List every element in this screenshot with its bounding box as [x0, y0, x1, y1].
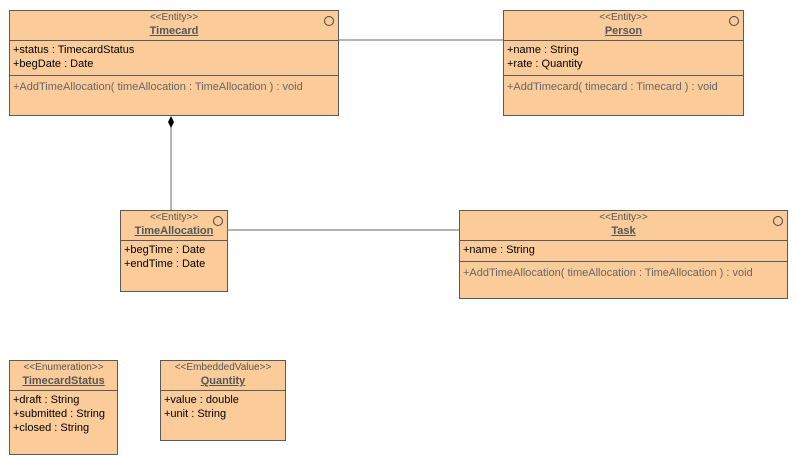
timeallocation-class[interactable]: <<Entity>> TimeAllocation +begTime : Dat… [120, 210, 228, 292]
class-header: <<Entity>> Timecard [10, 11, 338, 41]
entity-icon [773, 216, 783, 226]
timecardstatus-class[interactable]: <<Enumeration>> TimecardStatus +draft : … [9, 360, 118, 455]
operations-compartment: +AddTimecard( timecard : Timecard ) : vo… [504, 76, 743, 99]
class-name: Person [604, 25, 643, 37]
stereotype-label: <<EmbeddedValue>> [174, 362, 272, 373]
attributes-compartment: +value : double +unit : String [161, 391, 285, 425]
stereotype-label: <<Entity>> [599, 212, 648, 223]
class-header: <<EmbeddedValue>> Quantity [161, 361, 285, 391]
attribute: +endTime : Date [124, 258, 206, 270]
operations-compartment: +AddTimeAllocation( timeAllocation : Tim… [10, 76, 338, 99]
attribute: +name : String [463, 244, 535, 256]
entity-icon [729, 16, 739, 26]
composition-diamond [168, 116, 174, 128]
class-header: <<Entity>> Task [460, 211, 787, 241]
operation: +AddTimeAllocation( timeAllocation : Tim… [13, 81, 303, 93]
operation: +AddTimeAllocation( timeAllocation : Tim… [463, 267, 753, 279]
attribute: +rate : Quantity [507, 58, 583, 70]
operation: +AddTimecard( timecard : Timecard ) : vo… [507, 81, 718, 93]
class-header: <<Entity>> TimeAllocation [121, 211, 227, 241]
class-header: <<Entity>> Person [504, 11, 743, 41]
attribute: +name : String [507, 44, 579, 56]
person-class[interactable]: <<Entity>> Person +name : String +rate :… [503, 10, 744, 116]
attribute: +submitted : String [13, 408, 106, 420]
stereotype-label: <<Enumeration>> [23, 362, 104, 373]
attributes-compartment: +name : String [460, 241, 787, 262]
class-header: <<Enumeration>> TimecardStatus [10, 361, 117, 391]
attribute: +unit : String [164, 408, 227, 420]
attributes-compartment: +status : TimecardStatus +begDate : Date [10, 41, 338, 76]
attribute: +closed : String [13, 422, 90, 434]
attribute: +begTime : Date [124, 244, 206, 256]
stereotype-label: <<Entity>> [149, 212, 199, 223]
stereotype-label: <<Entity>> [599, 12, 648, 23]
class-name: Quantity [200, 375, 246, 387]
attributes-compartment: +name : String +rate : Quantity [504, 41, 743, 76]
attributes-compartment: +begTime : Date +endTime : Date [121, 241, 227, 275]
class-name: TimecardStatus [22, 375, 105, 387]
task-class[interactable]: <<Entity>> Task +name : String +AddTimeA… [459, 210, 788, 299]
entity-icon [213, 216, 223, 226]
operations-compartment: +AddTimeAllocation( timeAllocation : Tim… [460, 262, 787, 285]
quantity-class[interactable]: <<EmbeddedValue>> Quantity +value : doub… [160, 360, 286, 441]
attribute: +value : double [164, 394, 239, 406]
attribute: +draft : String [13, 394, 80, 406]
stereotype-label: <<Entity>> [149, 12, 199, 23]
class-name: Task [611, 225, 636, 237]
timecard-class[interactable]: <<Entity>> Timecard +status : TimecardSt… [9, 10, 339, 116]
attribute: +begDate : Date [13, 58, 94, 70]
attribute: +status : TimecardStatus [13, 44, 135, 56]
class-name: Timecard [149, 25, 199, 37]
attributes-compartment: +draft : String +submitted : String +clo… [10, 391, 117, 439]
entity-icon [324, 16, 334, 26]
class-name: TimeAllocation [134, 225, 214, 237]
